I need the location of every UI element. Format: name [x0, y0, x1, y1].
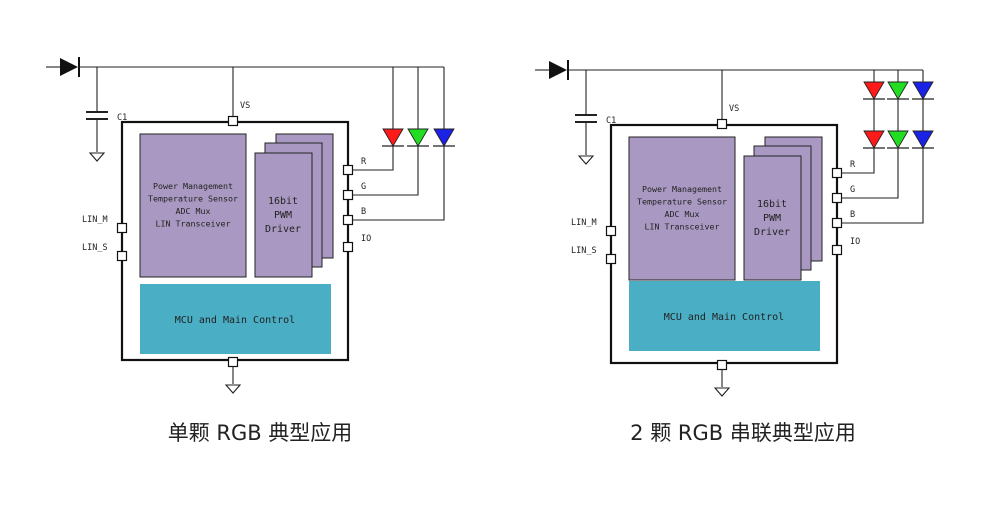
mcu-block	[140, 284, 331, 354]
output-pin-label: R	[361, 157, 367, 167]
lin-pin	[116, 250, 128, 262]
power-management-block	[628, 136, 736, 281]
led-green-1-body	[407, 128, 429, 147]
pwm-line: 16bit	[757, 199, 787, 210]
lin-label: LIN_S	[82, 243, 108, 253]
led-blue-1	[912, 81, 934, 100]
led-blue-2-body	[912, 130, 934, 149]
chip-ground-icon	[224, 384, 242, 394]
pwm-line: Driver	[754, 227, 790, 238]
lin-pin	[605, 253, 617, 265]
output-pin-label: R	[850, 160, 856, 170]
output-pin-label: IO	[850, 237, 860, 247]
mcu-label: MCU and Main Control	[175, 315, 295, 326]
led-green-2-body	[887, 130, 909, 149]
mcu-label: MCU and Main Control	[664, 312, 784, 323]
pwm-line: Driver	[265, 224, 301, 235]
lin-label: LIN_M	[571, 218, 597, 228]
led-red-1	[863, 81, 885, 100]
block-line: ADC Mux	[176, 206, 211, 216]
lin-label: LIN_M	[82, 215, 108, 225]
led-wire-b	[352, 146, 445, 221]
ground-triangle	[713, 387, 731, 397]
gnd-pin	[227, 356, 239, 368]
block-line: LIN Transceiver	[156, 219, 231, 229]
block-line: Temperature Sensor	[637, 197, 727, 207]
diagram-caption: 2 颗 RGB 串联典型应用	[630, 421, 856, 445]
ground-triangle	[577, 155, 595, 165]
block-line: Power Management	[153, 181, 233, 191]
led-wire-g	[841, 148, 899, 199]
supply-diode-icon	[549, 61, 567, 79]
capacitor-label: C1	[117, 113, 127, 123]
led-red-1-body	[382, 128, 404, 147]
vs-label: VS	[729, 104, 739, 114]
vs-pin	[227, 115, 239, 127]
output-pin-label: B	[850, 210, 855, 220]
led-blue-1-body	[912, 81, 934, 100]
ground-triangle	[224, 384, 242, 394]
led-red-1	[382, 128, 404, 147]
block-line: ADC Mux	[665, 209, 700, 219]
led-red-2	[863, 130, 885, 149]
lin-pin	[605, 225, 617, 237]
output-pin-io	[831, 244, 843, 256]
output-pin-label: G	[361, 182, 366, 192]
output-pin-r	[831, 167, 843, 179]
output-pin-io	[342, 241, 354, 253]
pwm-line: PWM	[763, 213, 781, 224]
output-pin-label: IO	[361, 234, 371, 244]
output-pin-g	[342, 189, 354, 201]
output-pin-label: B	[361, 207, 366, 217]
led-wire-b	[841, 148, 924, 224]
led-wire-g	[352, 146, 419, 196]
lin-label: LIN_S	[571, 246, 597, 256]
output-pin-g	[831, 192, 843, 204]
led-blue-2	[912, 130, 934, 149]
pwm-driver-card-3	[743, 155, 802, 281]
gnd-pin	[716, 359, 728, 371]
capacitor-label: C1	[606, 116, 616, 126]
chip-ground-icon	[713, 387, 731, 397]
vs-pin	[716, 118, 728, 130]
output-pin-label: G	[850, 185, 855, 195]
supply-diode-icon	[60, 58, 78, 76]
block-line: LIN Transceiver	[645, 222, 720, 232]
led-red-2-body	[863, 130, 885, 149]
led-red-1-body	[863, 81, 885, 100]
led-green-1	[407, 128, 429, 147]
output-pin-b	[342, 214, 354, 226]
pwm-driver-card-3	[254, 152, 313, 278]
led-blue-1-body	[433, 128, 455, 147]
vs-label: VS	[240, 101, 250, 111]
led-green-1	[887, 81, 909, 100]
pwm-line: 16bit	[268, 196, 298, 207]
led-wire-r	[352, 146, 394, 171]
cap-ground-icon	[577, 155, 595, 165]
led-green-2	[887, 130, 909, 149]
mcu-block	[629, 281, 820, 351]
power-management-block	[139, 133, 247, 278]
block-line: Temperature Sensor	[148, 194, 238, 204]
block-line: Power Management	[642, 184, 722, 194]
output-pin-r	[342, 164, 354, 176]
led-blue-1	[433, 128, 455, 147]
cap-ground-icon	[88, 152, 106, 162]
output-pin-b	[831, 217, 843, 229]
lin-pin	[116, 222, 128, 234]
diagram-caption: 单颗 RGB 典型应用	[168, 421, 353, 445]
ground-triangle	[88, 152, 106, 162]
pwm-line: PWM	[274, 210, 292, 221]
led-wire-r	[841, 148, 875, 174]
led-green-1-body	[887, 81, 909, 100]
